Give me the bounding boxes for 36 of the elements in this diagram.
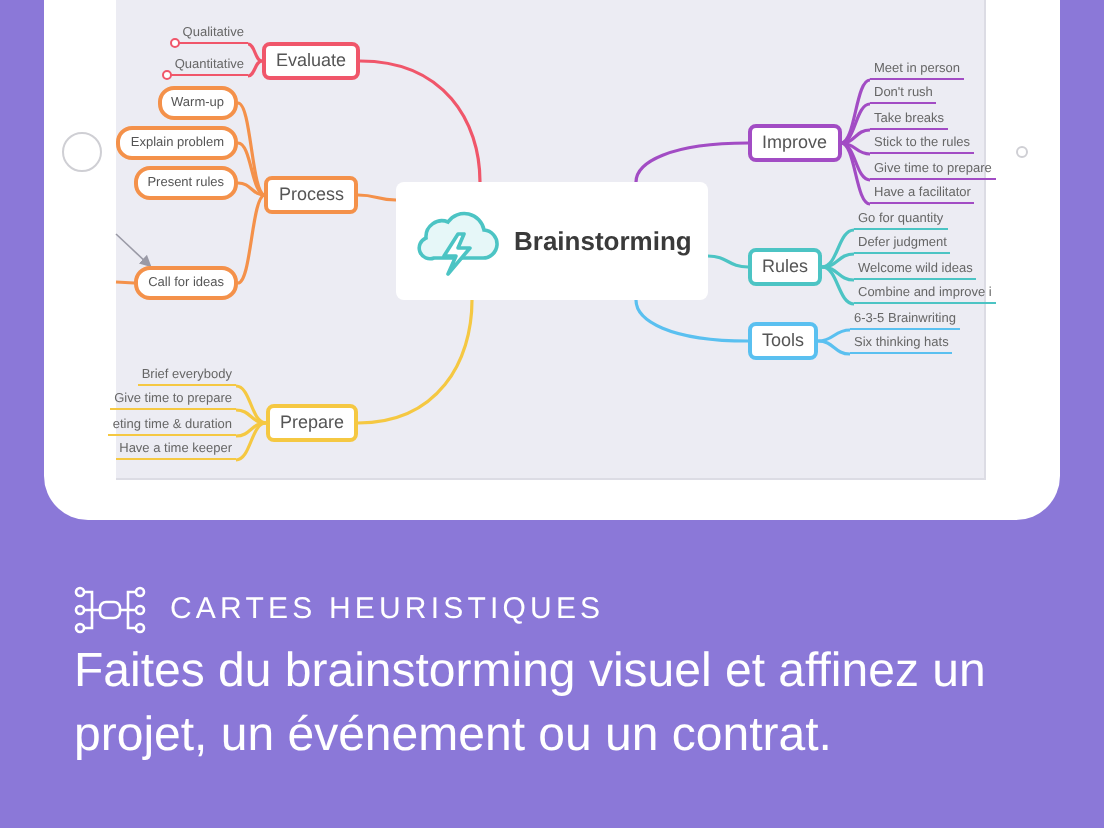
topic-box: Rules xyxy=(748,248,823,286)
branch-line xyxy=(821,228,855,269)
branch-line xyxy=(707,254,749,269)
branch-line xyxy=(235,421,267,438)
tagline: Faites du brainstorming visuel et affinez un projet, un événement ou un contrat. xyxy=(74,642,988,766)
branch-line xyxy=(840,78,871,145)
topic-box: Evaluate xyxy=(261,42,360,80)
branch-line xyxy=(237,193,266,285)
branch-line xyxy=(840,102,871,145)
section-heading: CARTES HEURISTIQUES xyxy=(170,589,605,630)
branch-line xyxy=(235,421,267,462)
branch-line xyxy=(247,42,263,63)
branch-line xyxy=(840,128,871,145)
topic-box: Tools xyxy=(748,322,819,360)
branch-line xyxy=(237,101,266,197)
branch-line xyxy=(247,59,263,78)
branch-line xyxy=(821,265,855,282)
branch-line xyxy=(357,193,397,202)
branch-line xyxy=(821,265,855,306)
branch-line xyxy=(840,141,871,206)
branch-line xyxy=(359,59,482,183)
arrow xyxy=(115,233,152,268)
topic-box: Improve xyxy=(748,124,842,162)
branch-line xyxy=(237,181,266,197)
branch-line xyxy=(357,299,474,425)
topic-box: Prepare xyxy=(265,404,358,442)
branch-line xyxy=(817,328,851,343)
central-topic-text: Brainstorming xyxy=(514,223,692,260)
branch-line xyxy=(634,141,749,183)
branch-line xyxy=(235,384,267,425)
branch-line xyxy=(634,299,749,343)
branch-line xyxy=(237,141,266,197)
topic-box: Process xyxy=(264,176,358,214)
branch-line xyxy=(817,339,851,356)
branch-line xyxy=(115,280,135,285)
central-topic-box xyxy=(396,182,708,300)
